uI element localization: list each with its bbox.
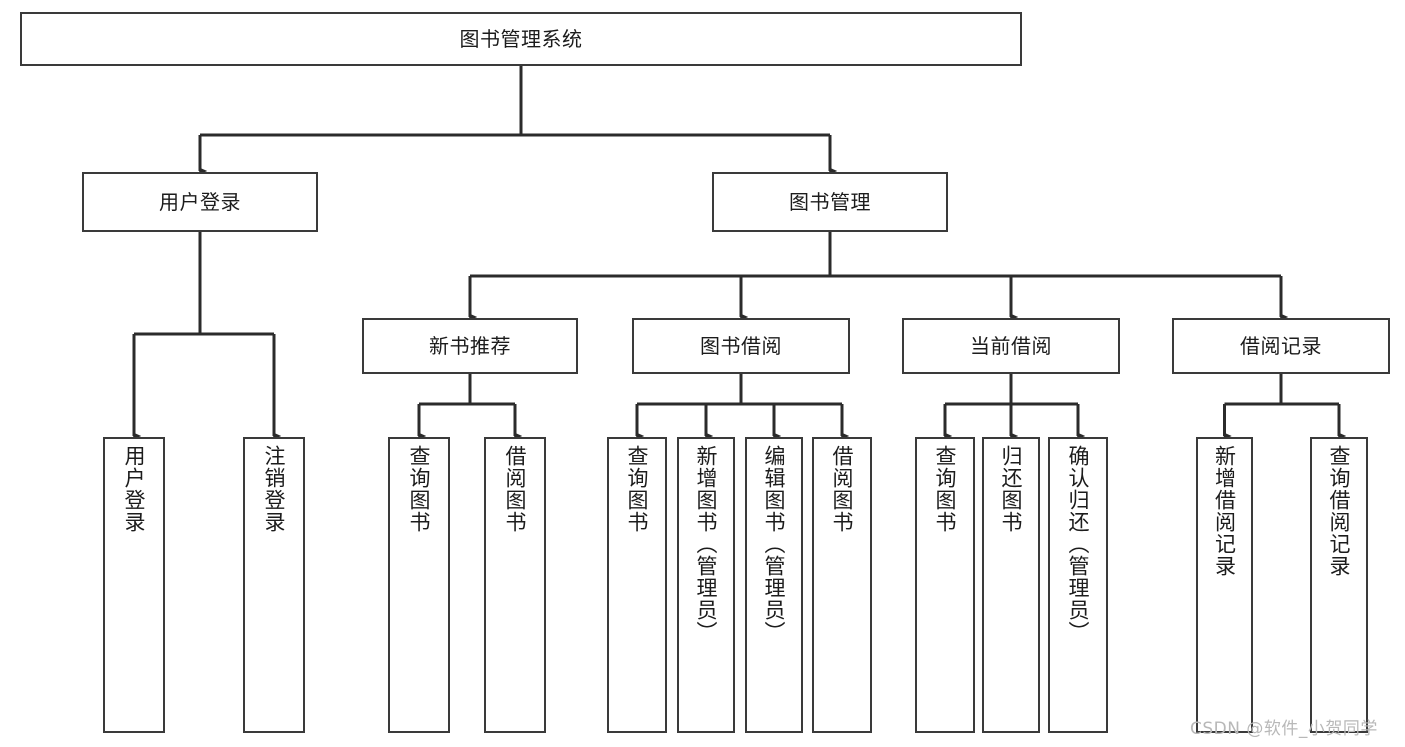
- node-label-leaf-bor3: 编辑图书（管理员）: [762, 445, 787, 643]
- node-leaf-bor3[interactable]: 编辑图书（管理员）: [745, 437, 803, 733]
- node-label-leaf-bor4: 借阅图书: [830, 445, 855, 533]
- node-leaf-cur1[interactable]: 查询图书: [915, 437, 975, 733]
- csdn-watermark: CSDN @软件_小贺同学: [1190, 719, 1378, 739]
- node-label-leaf-bor1: 查询图书: [625, 445, 650, 533]
- node-label-leaf-login1: 用户登录: [122, 445, 147, 533]
- node-leaf-rec1[interactable]: 新增借阅记录: [1196, 437, 1253, 733]
- node-label-leaf-new1: 查询图书: [407, 445, 432, 533]
- node-records[interactable]: 借阅记录: [1172, 318, 1390, 374]
- node-leaf-login1[interactable]: 用户登录: [103, 437, 165, 733]
- node-label-leaf-cur1: 查询图书: [933, 445, 958, 533]
- node-current[interactable]: 当前借阅: [902, 318, 1120, 374]
- node-leaf-rec2[interactable]: 查询借阅记录: [1310, 437, 1368, 733]
- node-borrow[interactable]: 图书借阅: [632, 318, 850, 374]
- node-label-bookmgmt: 图书管理: [789, 189, 871, 214]
- node-label-leaf-new2: 借阅图书: [503, 445, 528, 533]
- node-label-records: 借阅记录: [1240, 333, 1322, 358]
- node-newbooks[interactable]: 新书推荐: [362, 318, 578, 374]
- node-leaf-bor1[interactable]: 查询图书: [607, 437, 667, 733]
- node-bookmgmt[interactable]: 图书管理: [712, 172, 948, 232]
- node-leaf-cur3[interactable]: 确认归还（管理员）: [1048, 437, 1108, 733]
- node-leaf-cur2[interactable]: 归还图书: [982, 437, 1040, 733]
- node-leaf-bor2[interactable]: 新增图书（管理员）: [677, 437, 735, 733]
- node-label-leaf-cur2: 归还图书: [999, 445, 1024, 533]
- node-label-leaf-login2: 注销登录: [262, 445, 287, 533]
- node-label-newbooks: 新书推荐: [429, 333, 511, 358]
- node-leaf-bor4[interactable]: 借阅图书: [812, 437, 872, 733]
- node-leaf-new2[interactable]: 借阅图书: [484, 437, 546, 733]
- node-leaf-new1[interactable]: 查询图书: [388, 437, 450, 733]
- node-label-borrow: 图书借阅: [700, 333, 782, 358]
- node-label-login: 用户登录: [159, 189, 241, 214]
- node-label-leaf-cur3: 确认归还（管理员）: [1066, 445, 1091, 643]
- node-label-leaf-rec1: 新增借阅记录: [1212, 445, 1237, 577]
- node-root[interactable]: 图书管理系统: [20, 12, 1022, 66]
- node-label-leaf-rec2: 查询借阅记录: [1327, 445, 1352, 577]
- node-leaf-login2[interactable]: 注销登录: [243, 437, 305, 733]
- node-label-leaf-bor2: 新增图书（管理员）: [694, 445, 719, 643]
- node-label-root: 图书管理系统: [459, 26, 583, 51]
- node-label-current: 当前借阅: [970, 333, 1052, 358]
- node-login[interactable]: 用户登录: [82, 172, 318, 232]
